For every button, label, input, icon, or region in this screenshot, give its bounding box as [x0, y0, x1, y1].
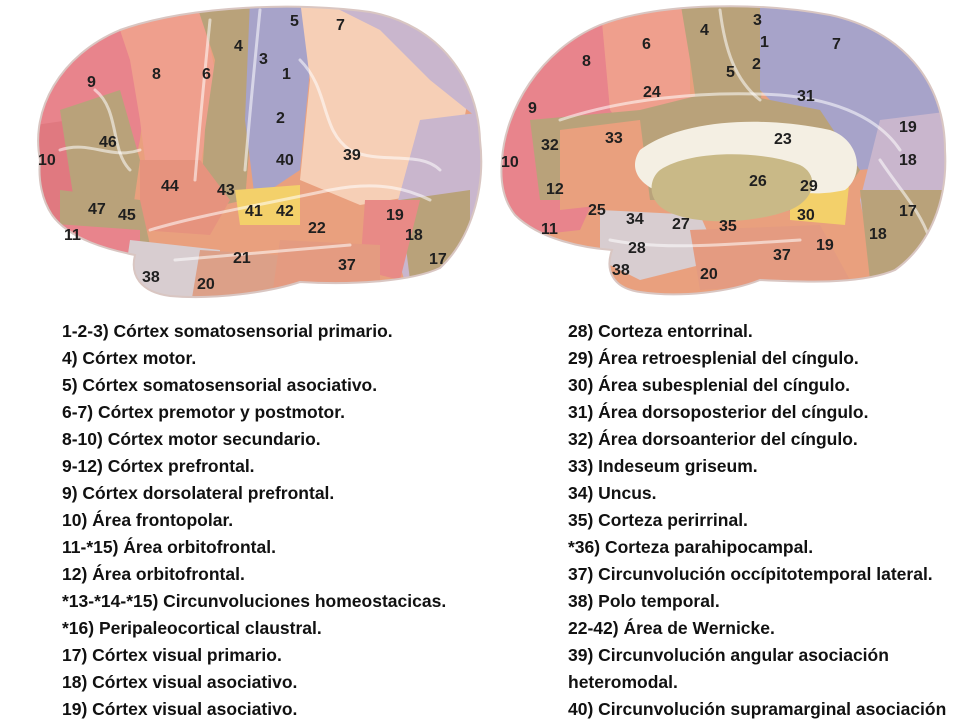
lateral-label-area-4: 4: [234, 38, 243, 55]
medial-label-area-26: 26: [749, 173, 767, 190]
lateral-label-area-42: 42: [276, 203, 294, 220]
legend-item: 28) Corteza entorrinal.: [568, 321, 753, 341]
medial-label-area-19: 19: [899, 119, 917, 136]
legend-item: 22-42) Área de Wernicke.: [568, 618, 775, 638]
lateral-label-area-18: 18: [405, 227, 423, 244]
medial-label-area-9: 9: [528, 100, 537, 117]
lateral-label-area-6: 6: [202, 66, 211, 83]
medial-label-area-3: 3: [753, 12, 762, 29]
lateral-label-area-2: 2: [276, 110, 285, 127]
medial-label-area-25: 25: [588, 202, 606, 219]
legend-item: 1-2-3) Córtex somatosensorial primario.: [62, 321, 393, 341]
medial-view-outline: [500, 5, 947, 296]
lateral-label-area-47: 47: [88, 201, 106, 218]
lateral-label-area-8: 8: [152, 66, 161, 83]
lateral-label-area-37: 37: [338, 257, 356, 274]
legend-item: *36) Corteza parahipocampal.: [568, 537, 814, 557]
medial-label-area-18: 18: [899, 152, 917, 169]
legend-item: 32) Área dorsoanterior del cíngulo.: [568, 429, 858, 449]
legend-item: *13-*14-*15) Circunvoluciones homeostaci…: [62, 591, 447, 611]
lateral-label-area-43: 43: [217, 182, 235, 199]
legend-item: 9-12) Córtex prefrontal.: [62, 456, 255, 476]
medial-label-area-31: 31: [797, 88, 815, 105]
legend-item: 31) Área dorsoposterior del cíngulo.: [568, 402, 869, 422]
lateral-label-area-46: 46: [99, 134, 117, 151]
medial-label-area-32: 32: [541, 137, 559, 154]
medial-label-area-20: 20: [700, 266, 718, 283]
medial-view-regions: [501, 6, 946, 295]
legend-item: 9) Córtex dorsolateral prefrontal.: [62, 483, 335, 503]
medial-label-area-27: 27: [672, 216, 690, 233]
medial-label-area-17: 17: [899, 203, 917, 220]
medial-label-area-2: 2: [752, 56, 761, 73]
medial-label-area-8: 8: [582, 53, 591, 70]
lateral-label-area-9: 9: [87, 74, 96, 91]
lateral-label-area-3: 3: [259, 51, 268, 68]
medial-label-area-12: 12: [546, 181, 564, 198]
legend-item: heteromodal.: [568, 672, 678, 692]
lateral-label-area-38: 38: [142, 269, 160, 286]
medial-label-area-34: 34: [626, 211, 644, 228]
legend-item: 17) Córtex visual primario.: [62, 645, 282, 665]
medial-label-area-23: 23: [774, 131, 792, 148]
lateral-label-area-19: 19: [386, 207, 404, 224]
medial-label-area-4: 4: [700, 22, 709, 39]
medial-label-area-37: 37: [773, 247, 791, 264]
legend-item: 19) Córtex visual asociativo.: [62, 699, 298, 719]
medial-label-area-1: 1: [760, 34, 769, 51]
legend-item: 39) Circunvolución angular asociación: [568, 645, 889, 665]
legend-item: 5) Córtex somatosensorial asociativo.: [62, 375, 378, 395]
lateral-label-area-5: 5: [290, 13, 299, 30]
legend-item: 18) Córtex visual asociativo.: [62, 672, 298, 692]
lateral-label-area-17: 17: [429, 251, 447, 268]
medial-label-area-6: 6: [642, 36, 651, 53]
legend-item: 38) Polo temporal.: [568, 591, 720, 611]
legend-item: 37) Circunvolución occípitotemporal late…: [568, 564, 933, 584]
legend-item: 40) Circunvolución supramarginal asociac…: [568, 699, 947, 719]
medial-label-area-28: 28: [628, 240, 646, 257]
lateral-view-outline: [37, 5, 483, 299]
lateral-label-area-1: 1: [282, 66, 291, 83]
medial-label-area-33: 33: [605, 130, 623, 147]
lateral-label-area-44: 44: [161, 178, 179, 195]
legend-item: 11-*15) Área orbitofrontal.: [62, 537, 276, 557]
legend-right-column: 28) Corteza entorrinal. 29) Área retroes…: [568, 318, 946, 723]
medial-label-area-29: 29: [800, 178, 818, 195]
lateral-label-area-22: 22: [308, 220, 326, 237]
lateral-label-area-7: 7: [336, 17, 345, 34]
lateral-label-area-41: 41: [245, 203, 263, 220]
lateral-label-area-39: 39: [343, 147, 361, 164]
legend-item: 10) Área frontopolar.: [62, 510, 234, 530]
medial-label-area-35: 35: [719, 218, 737, 235]
lateral-label-area-11: 11: [64, 227, 81, 244]
legend-item: 30) Área subesplenial del cíngulo.: [568, 375, 851, 395]
brain-illustration: [37, 5, 947, 299]
lateral-label-area-45: 45: [118, 207, 136, 224]
medial-label-area-19-lower: 19: [816, 237, 834, 254]
legend-item: 4) Córtex motor.: [62, 348, 197, 368]
medial-label-area-24: 24: [643, 84, 661, 101]
legend-item: 6-7) Córtex premotor y postmotor.: [62, 402, 345, 422]
lateral-label-area-20: 20: [197, 276, 215, 293]
legend-item: *16) Peripaleocortical claustral.: [62, 618, 322, 638]
legend-left-column: 1-2-3) Córtex somatosensorial primario. …: [62, 318, 446, 723]
lateral-label-area-21: 21: [233, 250, 251, 267]
medial-label-area-38: 38: [612, 262, 630, 279]
lateral-label-area-10: 10: [38, 152, 56, 169]
legend-item: 12) Área orbitofrontal.: [62, 564, 245, 584]
legend-item: 34) Uncus.: [568, 483, 657, 503]
medial-label-area-5: 5: [726, 64, 735, 81]
lateral-label-area-40: 40: [276, 152, 294, 169]
legend-item: 29) Área retroesplenial del cíngulo.: [568, 348, 859, 368]
medial-label-area-10: 10: [501, 154, 519, 171]
medial-label-area-7: 7: [832, 36, 841, 53]
legend-item: 35) Corteza perirrinal.: [568, 510, 748, 530]
medial-label-area-11: 11: [541, 221, 558, 238]
medial-label-area-18-lower: 18: [869, 226, 887, 243]
legend-item: 8-10) Córtex motor secundario.: [62, 429, 321, 449]
brain-brodmann-figure: 5 7 4 3 8 6 1 9 2 46 40 39 10 44 43 47 4…: [0, 0, 960, 310]
legend-item: 33) Indeseum griseum.: [568, 456, 758, 476]
medial-label-area-30: 30: [797, 207, 815, 224]
